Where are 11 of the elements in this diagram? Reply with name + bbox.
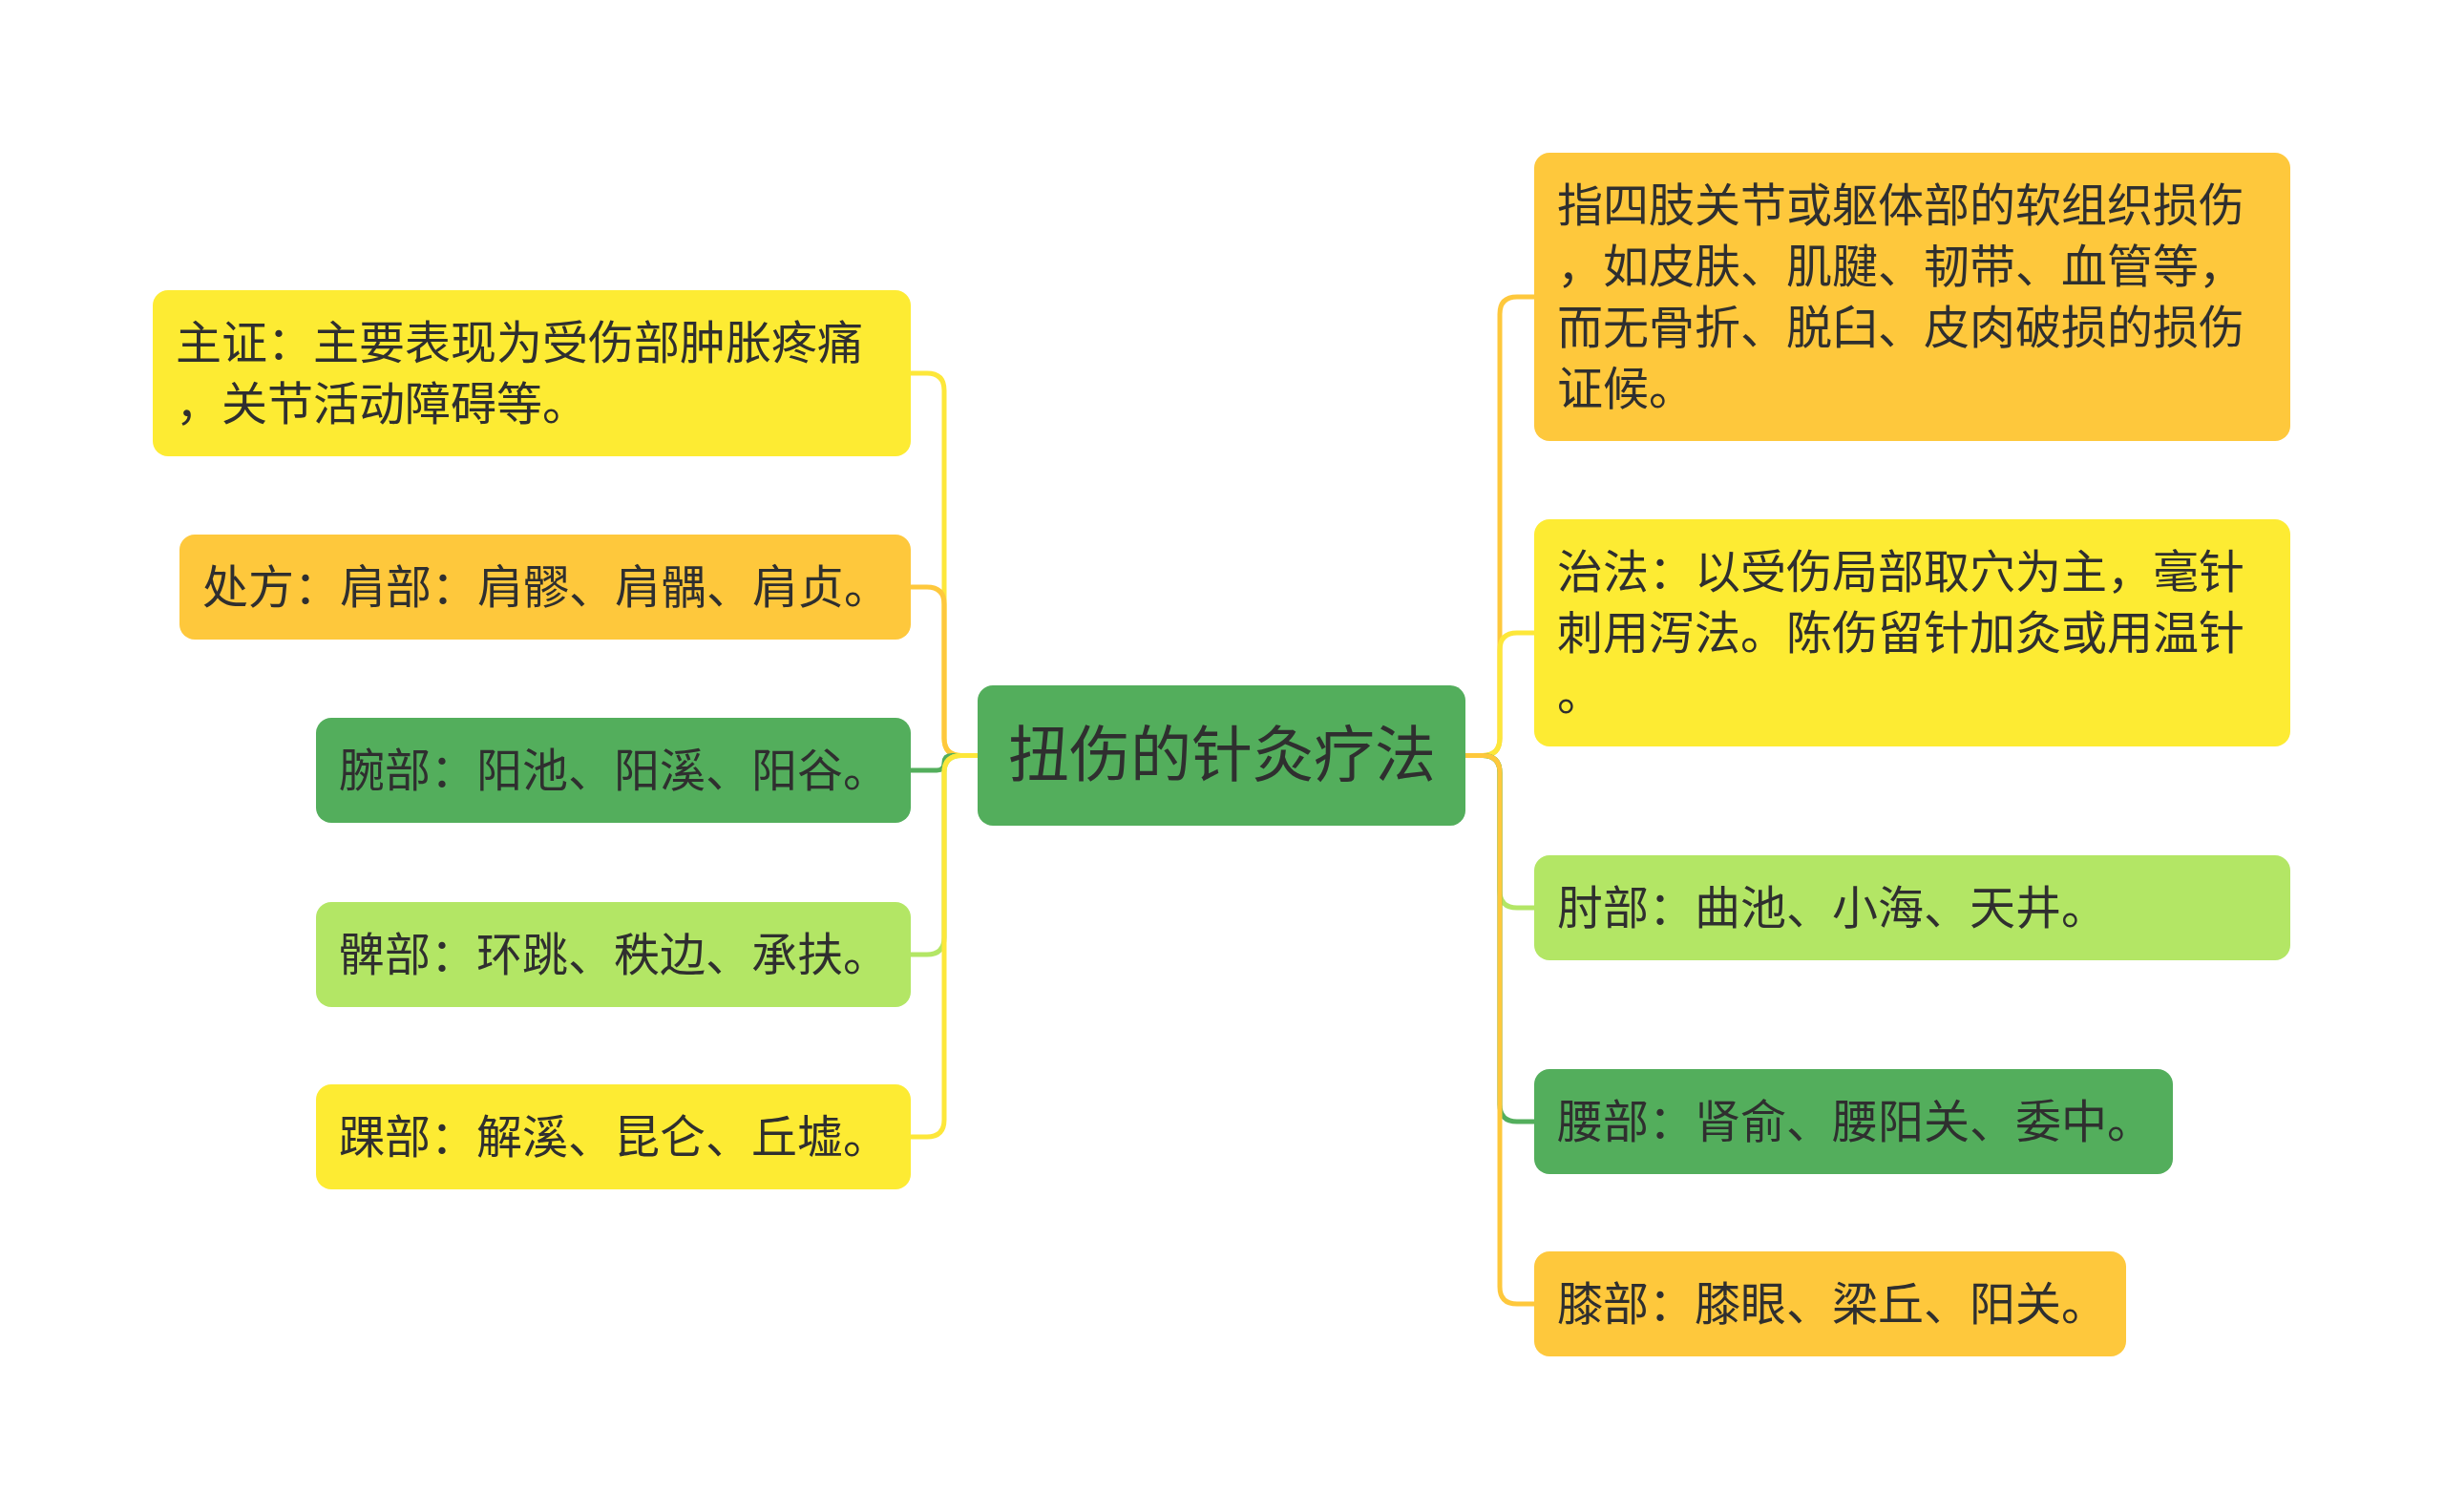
topic-box: 腰部：肾俞、腰阳关、委中。 — [1534, 1069, 2173, 1174]
topic-box: 治法：以受伤局部取穴为主，毫针刺用泻法。陈伤留针加灸或用温针。 — [1534, 519, 2290, 746]
topic-box: 指四肢关节或躯体部的软组织损伤，如皮肤、肌腱、韧带、血管等，而无骨折、脱臼、皮肉破损的损伤证候。 — [1534, 153, 2290, 441]
topic-box: 髀部：环跳、秩边、承扶。 — [316, 902, 911, 1007]
topic-box: 处方：肩部：肩髎、肩髃、肩贞。 — [179, 535, 911, 640]
topic-box: 主证：主要表现为受伤部肿胀疼痛，关节活动障碍等。 — [153, 290, 911, 456]
topic-box: 踝部：解溪、昆仑、丘墟。 — [316, 1084, 911, 1189]
topic-box: 肘部：曲池、小海、天井。 — [1534, 855, 2290, 960]
topic-box: 腕部：阳池、阳溪、阳谷。 — [316, 718, 911, 823]
central-topic-box: 扭伤的针灸疗法 — [978, 685, 1465, 826]
topic-box: 膝部：膝眼、梁丘、阳关。 — [1534, 1251, 2126, 1356]
